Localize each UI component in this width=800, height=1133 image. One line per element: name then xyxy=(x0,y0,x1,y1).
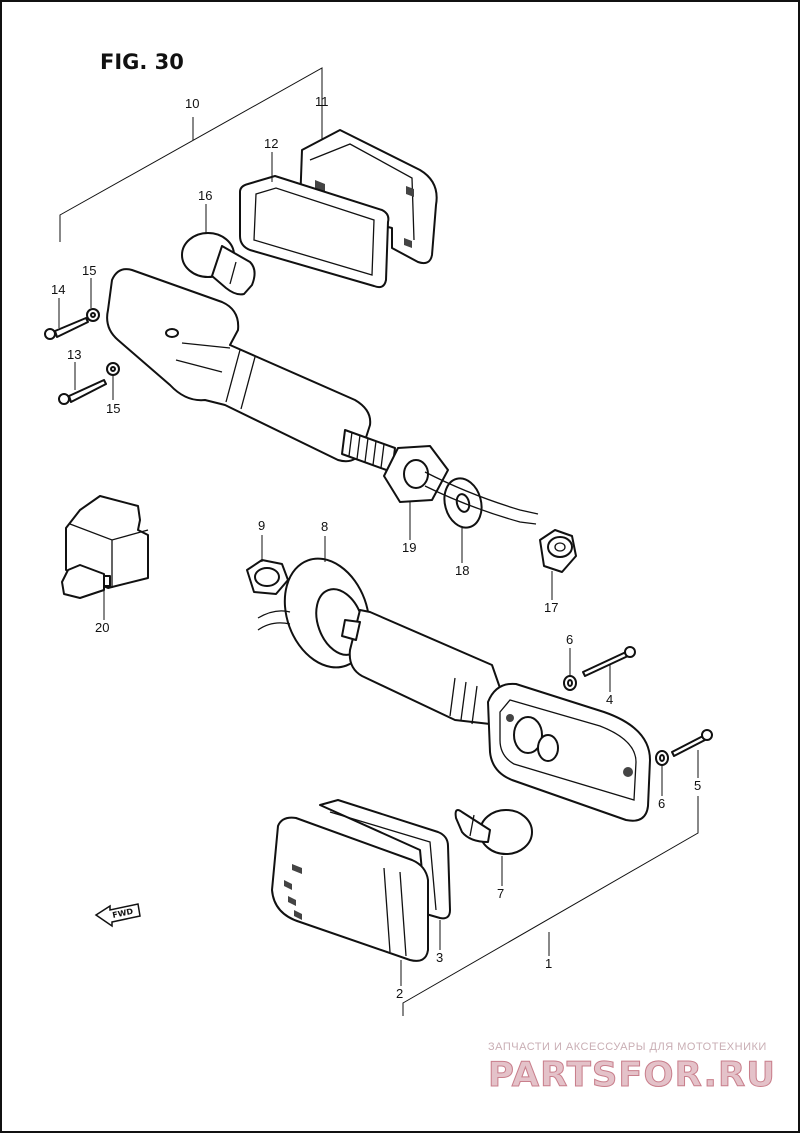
callout-17: 17 xyxy=(544,600,558,615)
washer-15-upper xyxy=(86,308,100,322)
callout-11: 11 xyxy=(315,94,329,109)
screw-14 xyxy=(44,317,89,340)
watermark-logo: PARTSFOR.RU xyxy=(488,1055,776,1095)
callout-19: 19 xyxy=(402,540,416,555)
washer-15-lower xyxy=(106,362,120,376)
lower-stalk xyxy=(341,609,501,725)
callout-2: 2 xyxy=(396,986,403,1001)
callout-7: 7 xyxy=(497,886,504,901)
housing-1 xyxy=(487,682,651,822)
callout-15-upper: 15 xyxy=(82,263,96,278)
nut-9 xyxy=(246,559,289,595)
lower-turn-signal-assembly xyxy=(246,557,713,1016)
callout-16: 16 xyxy=(198,188,212,203)
callout-20: 20 xyxy=(95,620,109,635)
screw-5 xyxy=(671,729,713,757)
callout-4: 4 xyxy=(606,692,613,707)
callout-18: 18 xyxy=(455,563,469,578)
callout-6-upper: 6 xyxy=(566,632,573,647)
watermark: ЗАПЧАСТИ И АКСЕССУАРЫ ДЛЯ МОТОТЕХНИКИ PA… xyxy=(488,1041,776,1096)
callout-10: 10 xyxy=(185,96,199,111)
fwd-label: FWD xyxy=(112,907,135,920)
callout-8: 8 xyxy=(321,519,328,534)
grommet-8 xyxy=(283,557,371,669)
nut-19 xyxy=(383,445,449,503)
callout-6-lower: 6 xyxy=(658,796,665,811)
callout-12: 12 xyxy=(264,136,278,151)
wire-lower xyxy=(257,610,291,631)
nut-17 xyxy=(539,529,577,573)
gasket-12 xyxy=(239,175,390,289)
wire-upper xyxy=(424,471,539,525)
bulb-7 xyxy=(454,809,533,855)
group-bracket-1 xyxy=(402,796,699,1016)
callout-5: 5 xyxy=(694,778,701,793)
relay-20 xyxy=(61,495,149,599)
figure-title: FIG. 30 xyxy=(100,50,184,74)
housing-stalk-10 xyxy=(106,268,396,473)
callout-3: 3 xyxy=(436,950,443,965)
upper-turn-signal-assembly xyxy=(44,67,577,573)
callout-1: 1 xyxy=(545,956,552,971)
group-bracket-10 xyxy=(59,67,323,242)
watermark-tagline: ЗАПЧАСТИ И АКСЕССУАРЫ ДЛЯ МОТОТЕХНИКИ xyxy=(488,1041,767,1053)
callout-14: 14 xyxy=(51,282,65,297)
screw-13 xyxy=(58,379,107,405)
callout-13: 13 xyxy=(67,347,81,362)
gasket-3 xyxy=(319,799,451,920)
fwd-direction-badge: FWD xyxy=(94,903,141,928)
washer-6-upper xyxy=(563,675,577,691)
lens-2 xyxy=(271,816,429,962)
callout-15-lower: 15 xyxy=(106,401,120,416)
leader-lines xyxy=(58,112,699,986)
screw-4 xyxy=(582,646,636,677)
washer-6-lower xyxy=(655,750,669,766)
callout-9: 9 xyxy=(258,518,265,533)
bulb-16 xyxy=(181,232,256,296)
callout-numbers: 10 11 12 16 15 14 13 15 19 18 17 20 9 8 … xyxy=(51,94,701,1001)
lens-11 xyxy=(299,129,438,265)
